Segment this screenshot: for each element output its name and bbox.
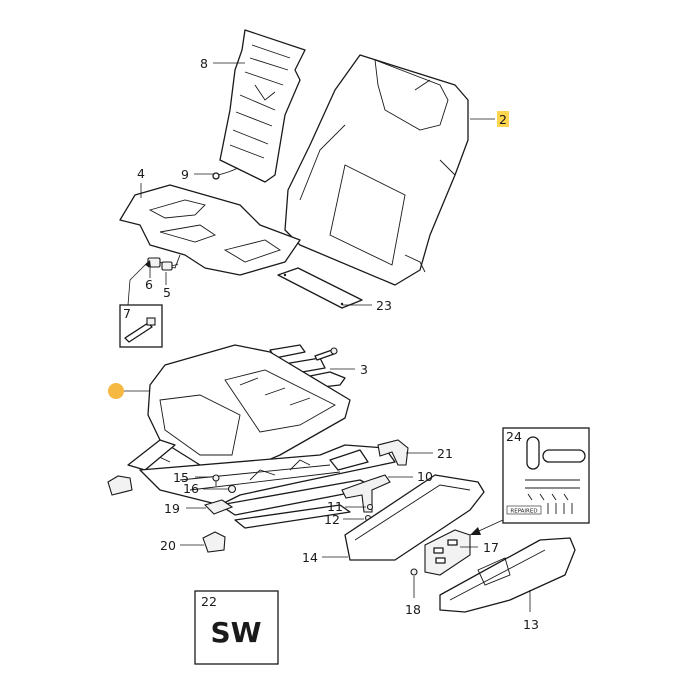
panel-23[interactable] <box>277 267 363 309</box>
side-panel-13[interactable] <box>439 537 576 613</box>
leader-lines <box>124 62 531 612</box>
label-2: 2 <box>499 112 507 127</box>
seat-heating-pad[interactable] <box>119 184 301 276</box>
screw-18[interactable] <box>410 568 418 576</box>
label-10: 10 <box>417 469 433 484</box>
label-21: 21 <box>437 446 453 461</box>
switch-module-17[interactable] <box>424 529 471 576</box>
label-3: 3 <box>360 362 368 377</box>
side-panel-14[interactable] <box>344 474 485 561</box>
label-6: 6 <box>145 277 153 292</box>
label-13: 13 <box>523 617 539 632</box>
cover-cap-20[interactable] <box>202 531 226 553</box>
seat-cushion-cover[interactable] <box>147 344 351 473</box>
label-18: 18 <box>405 602 421 617</box>
end-cap-left[interactable] <box>107 475 133 496</box>
label-11: 11 <box>327 499 343 514</box>
clip-19[interactable] <box>203 499 234 515</box>
bracket-21[interactable] <box>377 439 409 466</box>
label-16: 16 <box>183 481 199 496</box>
detail-box-24[interactable]: REPAIRED <box>469 427 590 536</box>
label-17: 17 <box>483 540 499 555</box>
label-22: 22 <box>201 594 217 609</box>
label-14: 14 <box>302 550 318 565</box>
label-23: 23 <box>376 298 392 313</box>
label-8: 8 <box>200 56 208 71</box>
backrest-heating-pad[interactable] <box>212 29 306 183</box>
seat-frame-rails[interactable] <box>127 439 396 529</box>
label-5: 5 <box>163 285 171 300</box>
label-19: 19 <box>164 501 180 516</box>
bolt-15[interactable] <box>212 474 220 486</box>
label-20: 20 <box>160 538 176 553</box>
label-4: 4 <box>137 166 145 181</box>
detail-box-7[interactable] <box>119 260 163 348</box>
backrest-cover[interactable] <box>284 54 469 286</box>
repaired-tag: REPAIRED <box>510 509 537 515</box>
label-2-highlight <box>497 111 509 127</box>
label-24: 24 <box>506 429 522 444</box>
washer-16[interactable] <box>227 484 237 494</box>
label-15: 15 <box>173 470 189 485</box>
box-22[interactable]: SW <box>194 590 279 665</box>
label-12: 12 <box>324 512 340 527</box>
label-7: 7 <box>123 306 131 321</box>
callout-dot <box>108 383 124 399</box>
part-labels: 8 2 9 4 6 5 7 23 3 21 15 10 16 19 11 12 … <box>123 56 539 632</box>
connector-5[interactable] <box>161 261 173 271</box>
lever-10[interactable] <box>341 474 391 513</box>
box-22-text: SW <box>210 616 261 649</box>
label-9: 9 <box>181 167 189 182</box>
